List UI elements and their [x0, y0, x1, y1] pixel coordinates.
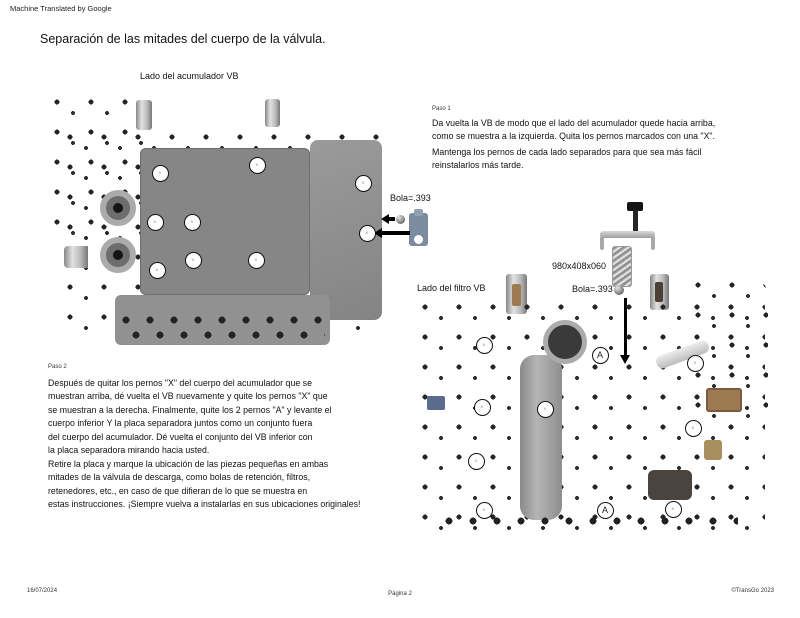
left-arrow-icon [381, 214, 389, 224]
spring-retainer-leg [651, 237, 655, 250]
solenoid-insert [655, 282, 663, 302]
step2-paragraph-2: Retire la placa y marque la ubicación de… [48, 459, 361, 510]
flange-bolt-holes [438, 510, 738, 532]
spring-retainer-leg [600, 237, 604, 250]
accumulator-bore-hole [113, 250, 123, 260]
ball-retainer-tab [414, 209, 423, 216]
dark-solenoid [648, 470, 692, 500]
spring-retainer-bar [600, 231, 655, 238]
bolt-head [627, 202, 643, 211]
ball-size-label-2: Bola=.393 [572, 284, 613, 294]
check-ball [614, 285, 624, 295]
flange-bolt-holes [125, 326, 325, 344]
solenoid-insert [512, 284, 521, 306]
valve-body-left-boss [64, 246, 88, 268]
accumulator-side-photo [45, 88, 385, 350]
step1-heading: Paso 1 [432, 106, 451, 112]
step2-heading: Paso 2 [48, 364, 67, 370]
valve-body-stud [265, 99, 280, 127]
copper-solenoid [706, 388, 742, 412]
filter-side-caption: Lado del filtro VB [415, 283, 488, 293]
long-left-arrow-icon [374, 228, 382, 238]
accumulator-side-caption: Lado del acumulador VB [140, 71, 239, 81]
main-bore-opening [543, 320, 587, 364]
footer-page-number: Página 2 [388, 591, 412, 597]
step1-paragraph-1: Da vuelta la VB de modo que el lado del … [432, 118, 716, 142]
accumulator-bore-hole [113, 203, 123, 213]
valve-body-main-plate [415, 298, 765, 532]
valve-body-center-column [520, 355, 562, 520]
footer-date: 16/07/2024 [27, 588, 58, 594]
ball-retainer-bracket [409, 213, 428, 246]
long-left-arrow-shaft [382, 231, 410, 235]
tan-solenoid [704, 440, 722, 460]
ball-retainer-hole [414, 235, 423, 244]
footer-copyright: ©TransGo 2023 [731, 588, 774, 594]
page-title: Separación de las mitades del cuerpo de … [40, 32, 326, 46]
accumulator-bore [100, 190, 136, 226]
left-arrow-shaft [389, 217, 395, 221]
valve-body-inner-plate [140, 148, 310, 295]
spring-part-number-label: 980x408x060 [552, 261, 607, 271]
blue-component [427, 396, 445, 410]
step2-paragraph-1: Después de quitar los pernos "X" del cue… [48, 378, 332, 456]
valve-body-stud [136, 100, 152, 130]
bolt-shaft [633, 210, 638, 231]
valve-body-right-tower [310, 140, 382, 320]
machine-translated-note: Machine Translated by Google [10, 4, 112, 13]
check-ball [396, 215, 405, 224]
filter-side-photo [408, 270, 768, 546]
step1-paragraph-2: Mantenga los pernos de cada lado separad… [432, 147, 702, 171]
ball-size-label-1: Bola=.393 [390, 193, 431, 203]
